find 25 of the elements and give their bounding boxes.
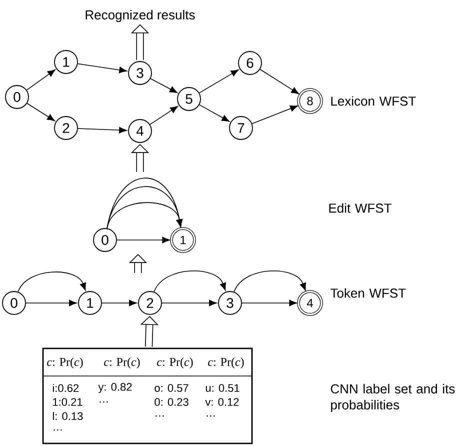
probability-table: c: Pr(c) c: Pr(c) c: Pr(c) c: Pr(c) i:0.62 y: 0.82 o: 0.57 u: 0.51 1:0.21 … 0: 0.23 v: 0.12 l: 0.13 … … … <box>42 348 253 444</box>
arrow <box>162 300 217 306</box>
arrow <box>260 68 300 94</box>
arrow <box>26 69 56 90</box>
arrow <box>199 104 230 122</box>
arrow <box>102 300 137 306</box>
arrow <box>154 270 226 292</box>
arrow <box>106 202 183 229</box>
arrow <box>252 105 298 124</box>
arrow <box>234 270 306 292</box>
stage-label: Token WFST <box>330 288 406 298</box>
stage-label: Lexicon WFST <box>331 96 416 106</box>
arrow <box>18 272 86 292</box>
caption-text: Recognized results <box>86 10 195 22</box>
stage-label: CNN label set and its probabilities <box>330 384 455 412</box>
arrow <box>78 126 127 134</box>
arrow <box>116 236 170 244</box>
stage-label: Edit WFST <box>329 203 392 213</box>
arrow <box>150 106 178 125</box>
arrow <box>242 300 297 306</box>
arrow <box>198 69 239 94</box>
arrow <box>26 102 55 122</box>
arrow <box>26 300 77 306</box>
arrow <box>150 78 178 94</box>
arrow <box>77 63 127 74</box>
